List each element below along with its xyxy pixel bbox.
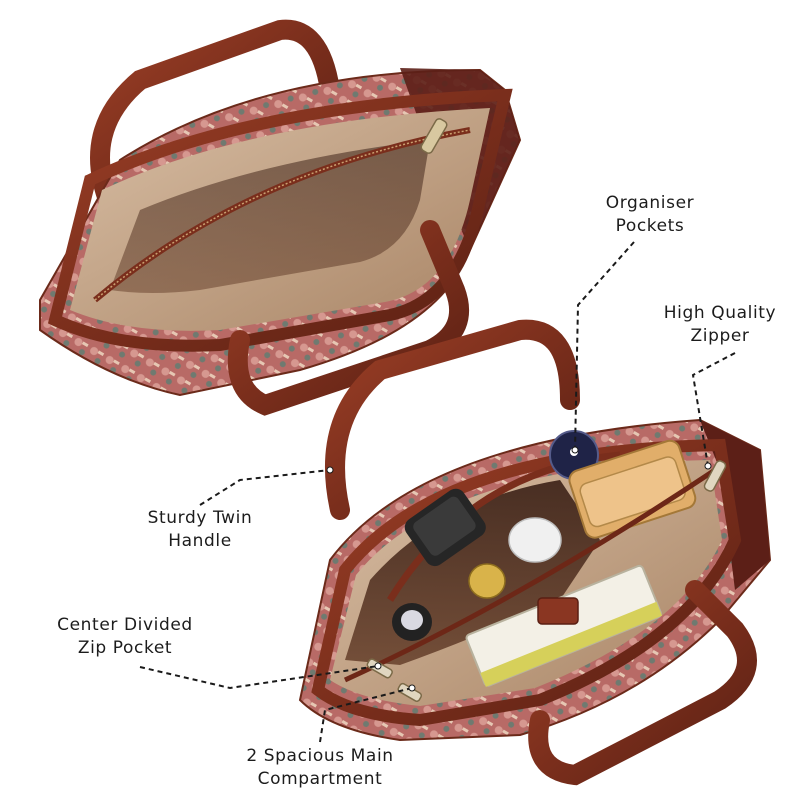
label-organiser-line-1: Organiser	[605, 193, 695, 213]
lipstick-icon	[468, 563, 506, 599]
label-sturdy-twin-handle: Sturdy Twin Handle	[130, 507, 270, 553]
top-bag-back-handle	[90, 19, 340, 215]
top-bag-front-handle	[227, 220, 469, 416]
label-center-line-1: Center Divided	[57, 615, 193, 635]
label-organiser-line-2: Pockets	[615, 216, 685, 236]
label-handle-line-2: Handle	[168, 531, 232, 551]
bottom-bag	[298, 319, 772, 786]
label-center-line-2: Zip Pocket	[77, 638, 173, 658]
label-main-line-2: Compartment	[257, 769, 383, 789]
top-bag-rim	[47, 88, 513, 352]
leader-organiser	[574, 241, 635, 451]
bottle-icon	[392, 603, 432, 641]
leader-center-zip	[139, 665, 379, 690]
leader-zipper	[691, 352, 736, 467]
label-main-line-1: 2 Spacious Main	[246, 746, 394, 766]
callout-lines	[139, 241, 736, 743]
label-organiser-pockets: Organiser Pockets	[585, 192, 715, 238]
top-bag	[39, 19, 522, 416]
leader-main-compartment	[319, 687, 413, 743]
bottom-bag-front-handle	[528, 580, 757, 786]
label-zipper-line-2: Zipper	[690, 326, 750, 346]
zipper-pull-icon	[703, 460, 727, 492]
bottom-bag-rim	[311, 438, 742, 727]
label-handle-line-1: Sturdy Twin	[147, 508, 253, 528]
compact-case-icon	[404, 488, 486, 567]
top-bag-zipper-pull	[420, 118, 448, 154]
label-center-divided-zip-pocket: Center Divided Zip Pocket	[40, 614, 210, 660]
label-zipper-line-1: High Quality	[663, 303, 777, 323]
label-high-quality-zipper: High Quality Zipper	[655, 302, 785, 348]
leader-handle	[199, 469, 331, 506]
bottom-bag-back-handle	[325, 319, 580, 520]
wallet-icon	[568, 439, 697, 539]
label-main-compartment: 2 Spacious Main Compartment	[225, 745, 415, 791]
